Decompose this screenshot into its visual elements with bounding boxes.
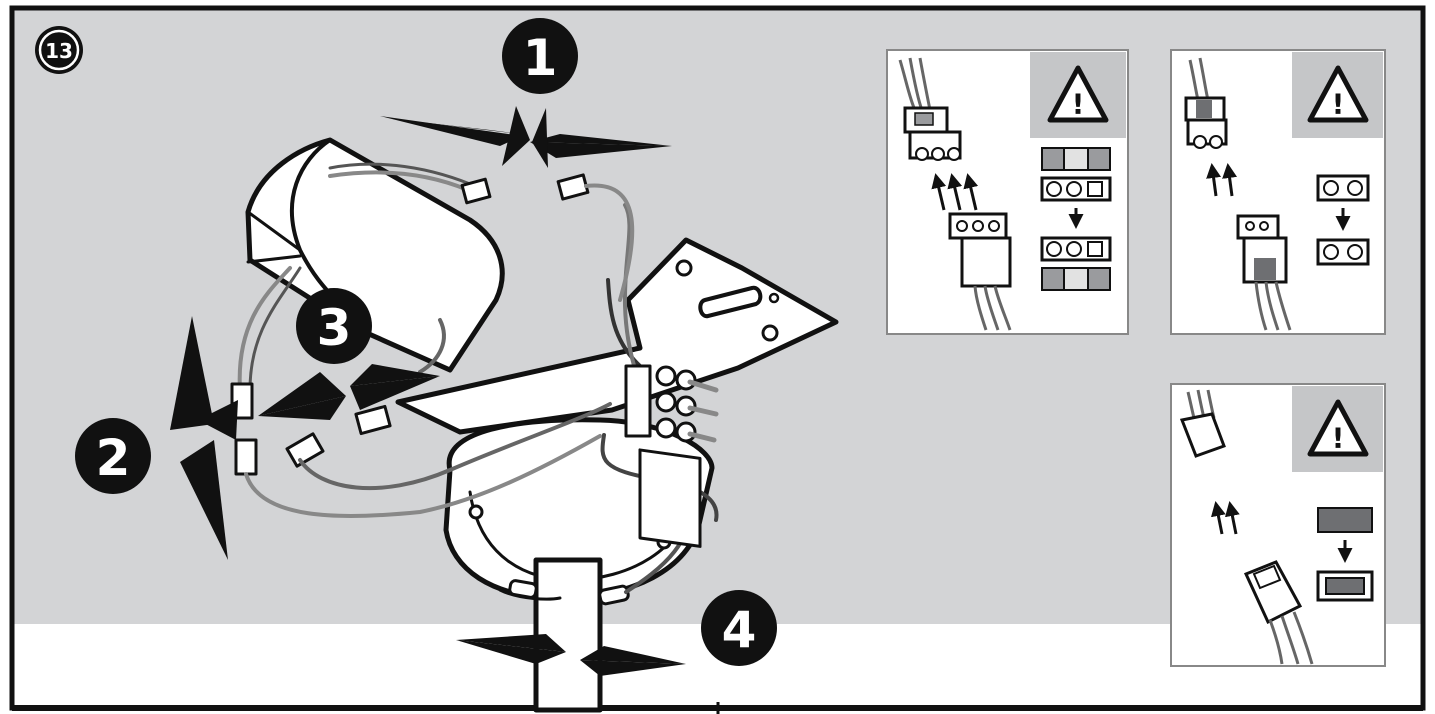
- svg-text:3: 3: [317, 299, 352, 357]
- canopy-screw-1: [468, 504, 484, 520]
- warning-icon: !: [1307, 399, 1369, 457]
- callout-3: 3: [296, 288, 372, 364]
- warning-icon: !: [1307, 65, 1369, 123]
- callout-2: 2: [75, 418, 151, 494]
- step-badge: 13: [35, 26, 83, 74]
- ground-wire-nut-1: [508, 579, 538, 599]
- inset-single-plug: !: [1170, 383, 1386, 667]
- callout-1: 1: [502, 18, 578, 94]
- bracket-slot: [698, 285, 763, 319]
- fan-assembly: [230, 137, 839, 713]
- fan-connector-mid: [285, 432, 325, 468]
- svg-text:4: 4: [722, 601, 757, 659]
- inset-two-pin: !: [1170, 49, 1386, 335]
- svg-text:2: 2: [96, 429, 131, 487]
- terminal-block: [624, 364, 719, 548]
- fan-connector-left: [234, 438, 258, 476]
- svg-text:!: !: [1072, 88, 1085, 121]
- receiver-connector-mid: [354, 404, 392, 436]
- step-number: 13: [45, 39, 73, 63]
- fan-connector-top: [556, 173, 590, 201]
- receiver-connector-top: [460, 177, 492, 205]
- svg-text:1: 1: [523, 29, 558, 87]
- svg-text:!: !: [1332, 422, 1345, 455]
- warning-icon: !: [1047, 65, 1109, 123]
- inset-three-pin: !: [886, 49, 1129, 335]
- arrow-pair-4: [456, 634, 686, 676]
- callout-4: 4: [701, 590, 777, 666]
- arrow-pair-2: [170, 316, 238, 560]
- svg-text:!: !: [1332, 88, 1345, 121]
- bracket-screw-2: [761, 324, 779, 342]
- arrow-pair-3: [258, 364, 440, 420]
- arrow-pair-1: [380, 106, 672, 168]
- bracket-screw-1: [675, 259, 693, 277]
- bracket-hole: [768, 292, 780, 304]
